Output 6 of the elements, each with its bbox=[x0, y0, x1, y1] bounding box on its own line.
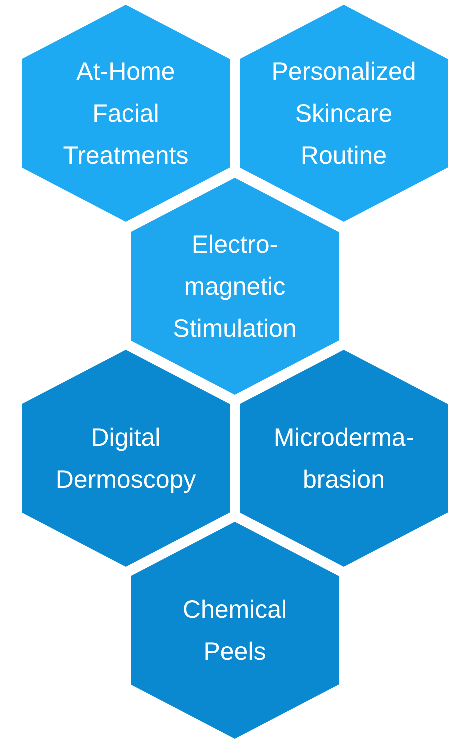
hexagon-label: At-Home Facial Treatments bbox=[62, 56, 190, 172]
hexagon-label: Electro- magnetic Stimulation bbox=[172, 230, 298, 344]
hexagon-label: Chemical Peels bbox=[182, 594, 288, 668]
hexagon-label: Digital Dermoscopy bbox=[54, 422, 198, 496]
hexagon-label: Microderma- brasion bbox=[272, 422, 416, 496]
hexagon-label: Personalized Skincare Routine bbox=[270, 56, 418, 172]
